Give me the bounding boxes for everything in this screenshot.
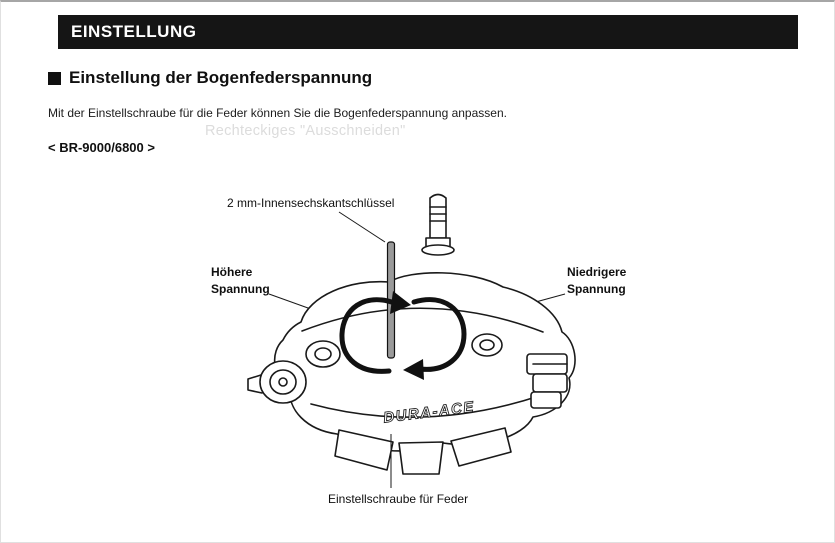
caliper-body: [247, 272, 576, 475]
model-label: < BR-9000/6800 >: [48, 140, 155, 155]
lower-tension-label-line1: Niedrigere: [567, 265, 627, 279]
adjust-screw-label: Einstellschraube für Feder: [328, 492, 469, 506]
higher-tension-label-line1: Höhere: [211, 265, 253, 279]
hex-key-label: 2 mm-Innensechskantschlüssel: [227, 196, 395, 210]
right-adjuster-stack: [526, 353, 568, 409]
intro-paragraph: Mit der Einstellschraube für die Feder k…: [48, 106, 507, 120]
section-header-bar: EINSTELLUNG: [58, 15, 798, 49]
mounting-bolt: [421, 193, 455, 256]
left-pivot-assembly: [247, 360, 307, 404]
higher-tension-label-line2: Spannung: [211, 281, 270, 296]
section-heading-text: Einstellung der Bogenfederspannung: [69, 68, 373, 87]
screenshot-watermark: Rechteckiges "Ausschneiden": [205, 123, 406, 139]
brake-caliper-illustration: DURA-ACE: [247, 193, 576, 488]
ccw-rotation-arrow-icon: [339, 291, 411, 374]
lower-tension-label-line2: Spannung: [567, 281, 626, 296]
lower-tension-label: Niedrigere Spannung: [567, 264, 626, 297]
higher-tension-label: Höhere Spannung: [211, 264, 270, 297]
section-heading: Einstellung der Bogenfederspannung: [48, 68, 372, 88]
heading-square-marker: [48, 71, 61, 85]
brake-caliper-diagram: DURA-ACE 2 mm-Innensechskantschlüssel Hö…: [171, 182, 671, 522]
cw-rotation-arrow-icon: [403, 297, 467, 380]
section-header-title: EINSTELLUNG: [71, 22, 197, 41]
